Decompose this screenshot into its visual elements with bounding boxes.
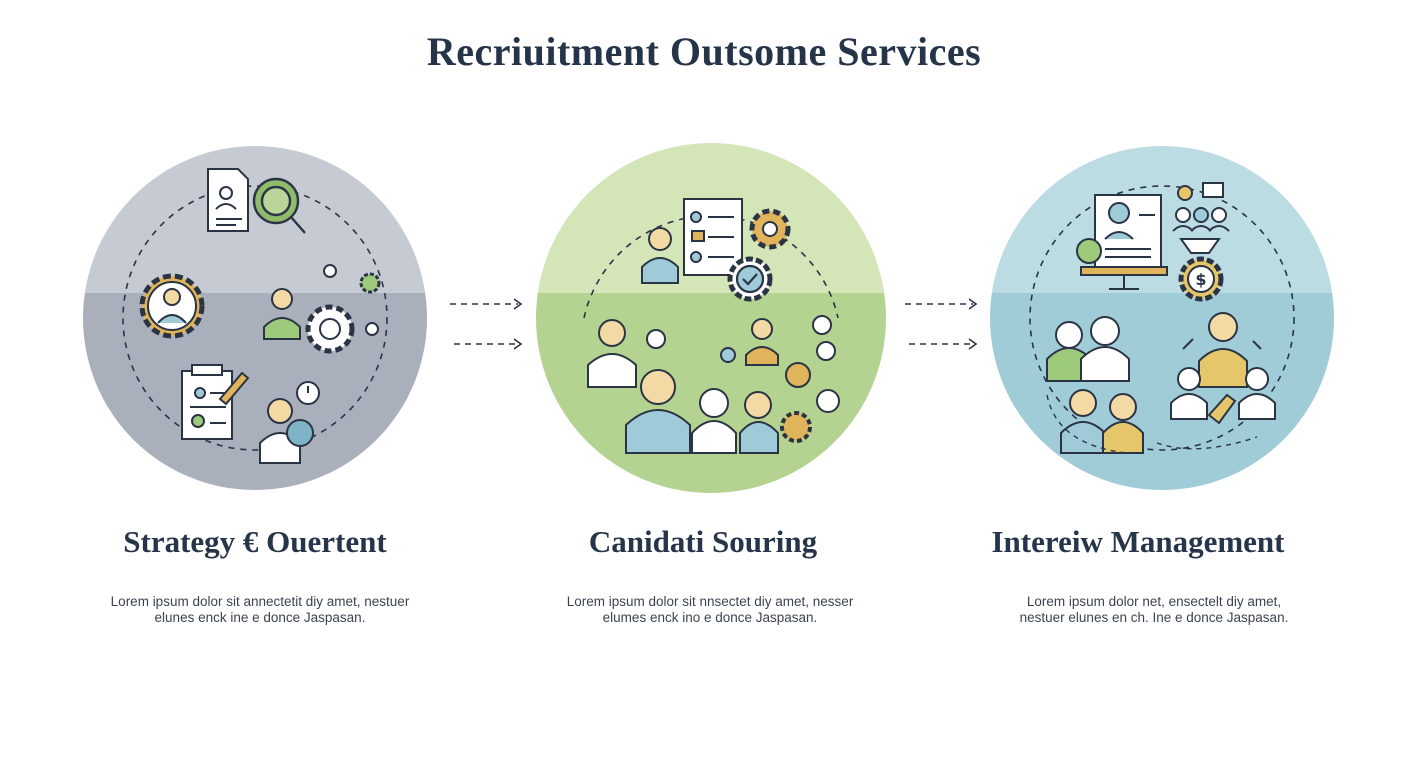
arrow-connector-2	[905, 298, 978, 350]
gear-person-icon	[139, 273, 205, 339]
step-desc-strategy: Lorem ipsum dolor sit annectetit diy ame…	[110, 594, 410, 625]
candidate-profile-icon	[641, 198, 743, 284]
magnifier-icon	[252, 177, 306, 234]
step-desc-sourcing: Lorem ipsum dolor sit nnsectet diy amet,…	[566, 594, 854, 625]
gear-icon	[749, 208, 791, 250]
step-title-sourcing: Canidati Souring	[588, 524, 818, 559]
dollar-gear-icon: $	[1178, 256, 1224, 302]
arrow-connector-1	[450, 298, 523, 350]
step-title-strategy: Strategy € Ouertent	[123, 524, 387, 559]
resume-icon	[207, 168, 249, 232]
person-clock-icon	[259, 381, 320, 464]
page-title: Recriuitment Outsome Services	[426, 29, 982, 74]
strategy-circle	[80, 143, 430, 493]
panel-icon	[1156, 312, 1276, 450]
clipboard-icon	[181, 364, 250, 440]
step-title-interview: Intereiw Management	[991, 524, 1285, 559]
step-desc-interview: Lorem ipsum dolor net, ensectelt diy ame…	[1019, 594, 1289, 625]
monitor-profile-icon	[1076, 194, 1168, 290]
team-icon	[1172, 182, 1230, 254]
interview-circle: $	[987, 143, 1337, 493]
checkmark-badge-icon	[727, 256, 773, 302]
person-gear-icon	[263, 264, 381, 354]
interview-pair-icon	[1046, 316, 1144, 454]
people-group-icon	[587, 319, 779, 454]
sourcing-circle	[536, 143, 886, 493]
svg-text:$: $	[1195, 270, 1206, 289]
network-icon	[646, 315, 840, 443]
